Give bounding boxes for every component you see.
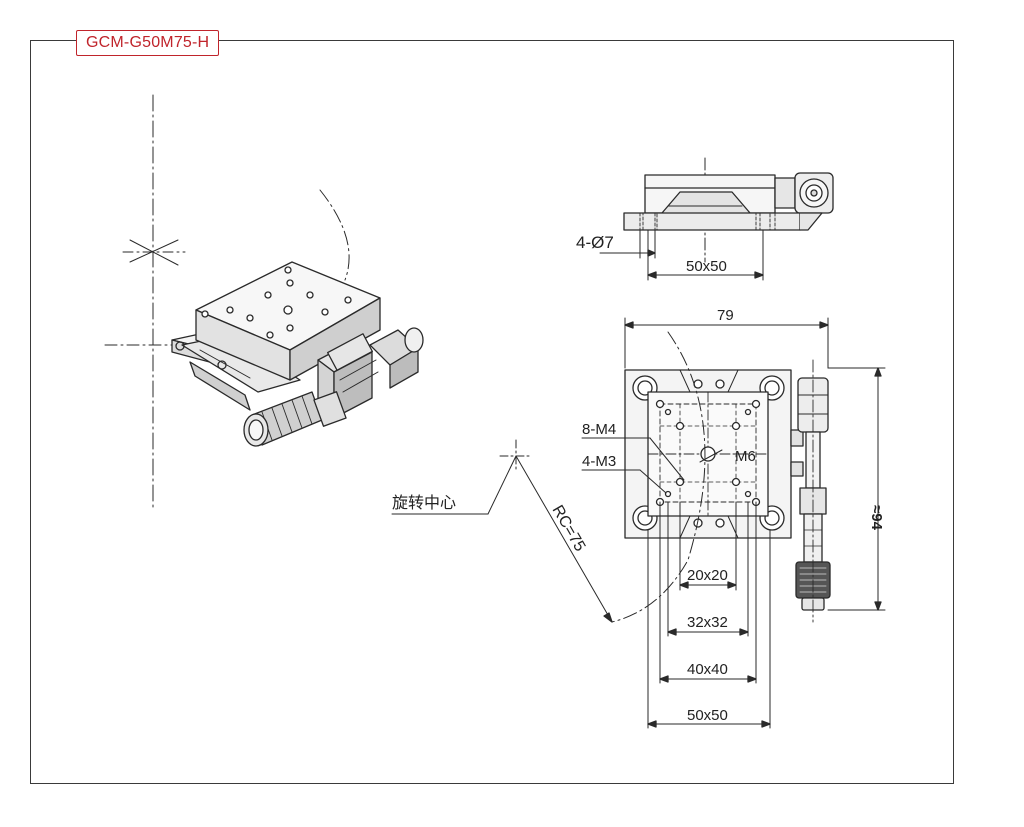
m4-callout: 8-M4	[582, 421, 616, 438]
side-view	[599, 157, 834, 281]
height-dim: ≈94	[868, 505, 885, 531]
rotation-center-label: 旋转中心	[392, 493, 456, 512]
hole-callout: 4-Ø7	[576, 233, 614, 252]
dim-20x20: 20x20	[687, 567, 728, 584]
top-view	[581, 317, 886, 729]
side-spacing-dim: 50x50	[686, 258, 727, 275]
m6-callout: M6	[735, 448, 756, 465]
rotation-center	[391, 439, 613, 623]
dim-50x50: 50x50	[687, 707, 728, 724]
drawing-frame	[30, 40, 954, 784]
dim-32x32: 32x32	[687, 614, 728, 631]
dim-40x40: 40x40	[687, 661, 728, 678]
model-title: GCM-G50M75-H	[76, 30, 220, 56]
width-dim: 79	[717, 307, 734, 324]
isometric-view	[104, 94, 424, 511]
m3-callout: 4-M3	[582, 453, 616, 470]
